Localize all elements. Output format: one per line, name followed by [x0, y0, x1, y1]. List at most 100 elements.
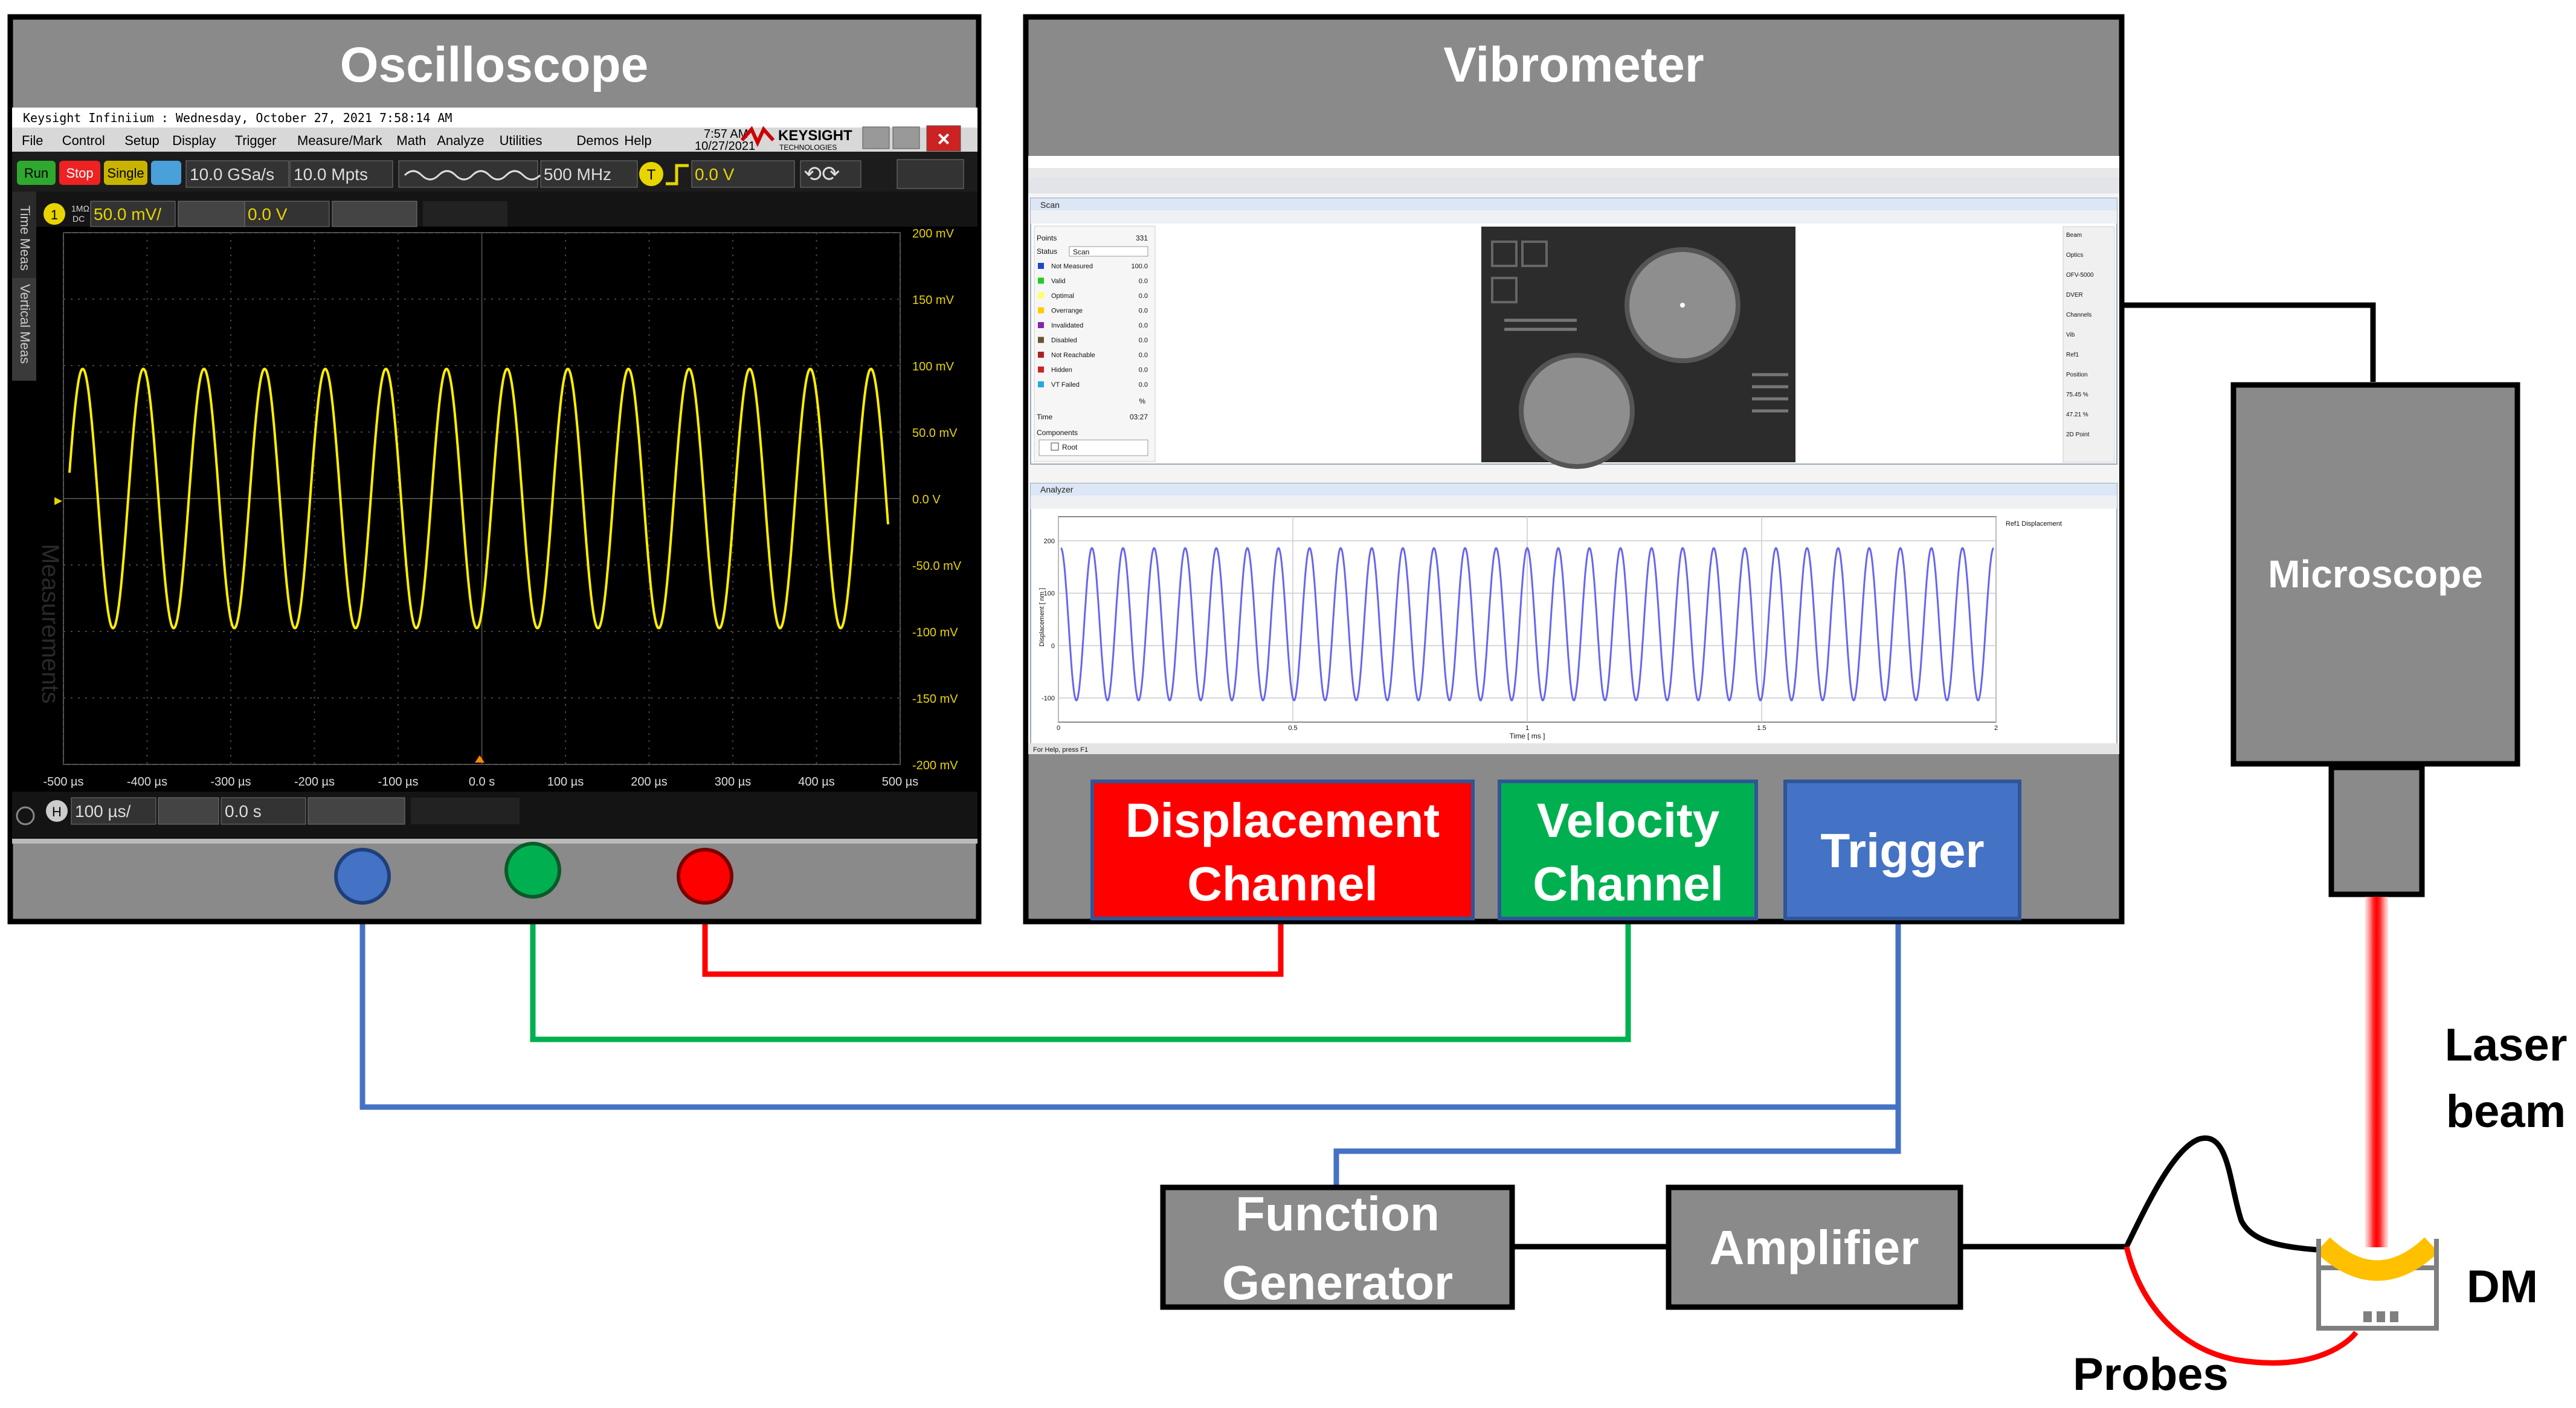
channel-offset-value: 0.0 V — [248, 205, 288, 224]
memory-depth-field[interactable] — [289, 160, 393, 188]
undo-icon: ⟲⟳ — [803, 161, 840, 186]
display-mode-button[interactable] — [897, 159, 964, 189]
root-checkbox[interactable] — [1051, 442, 1059, 451]
vib-y-tick: 200 — [1044, 538, 1055, 545]
vibrometer-screen: Scan Points 331 Status Scan Not Measured… — [1028, 156, 2119, 754]
side-tab-vertical-meas[interactable] — [12, 278, 36, 381]
osc-x-tick: 500 µs — [882, 775, 918, 789]
osc-y-tick: -50.0 mV — [912, 560, 962, 573]
right-panel-item: Vib — [2066, 332, 2075, 338]
channel-scale-knobs[interactable] — [178, 201, 245, 227]
trigger-level-field[interactable] — [691, 160, 795, 188]
function-generator-box — [1160, 1184, 1515, 1310]
osc-menu-item[interactable]: Help — [624, 133, 651, 148]
bottom-nav-icon[interactable] — [16, 806, 35, 825]
velocity-channel-label-2: Channel — [1533, 857, 1724, 911]
vib-x-tick: 0 — [1057, 725, 1060, 732]
osc-time: 7:57 AM — [704, 128, 748, 141]
channel1-ground-marker: ▸ — [54, 491, 62, 509]
scan-panel-title: Scan — [1040, 200, 1060, 210]
horizontal-extra-controls[interactable] — [411, 798, 520, 824]
osc-date: 10/27/2021 — [695, 140, 755, 153]
stop-button[interactable] — [59, 161, 100, 185]
osc-menu-item[interactable]: Trigger — [235, 133, 277, 148]
status-row-name: Valid — [1051, 278, 1066, 285]
right-panel-item: Channels — [2066, 312, 2091, 318]
trigger-to-function-generator-wire — [1333, 1107, 1901, 1187]
osc-menu-item[interactable]: Display — [172, 133, 216, 148]
channel-extra-controls[interactable] — [423, 201, 507, 227]
status-color-swatch — [1038, 263, 1044, 269]
analyzer-title: Analyzer — [1040, 485, 1074, 494]
channel-offset-knobs[interactable] — [332, 201, 417, 227]
channel1-icon[interactable] — [43, 203, 65, 225]
osc-menu-item[interactable]: Math — [396, 133, 426, 148]
trigger-icon[interactable] — [639, 162, 663, 186]
function-generator-label-2: Generator — [1222, 1256, 1453, 1310]
displacement-wire — [702, 894, 1284, 977]
trigger-label: Trigger — [1820, 824, 1984, 877]
osc-connector-green — [504, 842, 561, 899]
laser-beam-label-2: beam — [2446, 1086, 2566, 1137]
status-row-name: Disabled — [1051, 337, 1077, 344]
trigger-level-value: 0.0 V — [695, 165, 735, 184]
minimize-button[interactable] — [862, 126, 890, 149]
osc-menu-item[interactable]: Analyze — [437, 133, 484, 148]
sample-rate-field[interactable] — [185, 160, 289, 188]
single-label: Single — [107, 166, 144, 181]
osc-x-tick: 400 µs — [798, 775, 834, 789]
waveform-icon — [404, 170, 541, 181]
status-color-swatch — [1038, 352, 1044, 358]
trigger-edge-icon — [666, 164, 689, 186]
osc-x-tick: -100 µs — [378, 775, 418, 789]
osc-y-tick: -200 mV — [912, 759, 958, 772]
osc-menu-item[interactable]: Measure/Mark — [297, 133, 383, 148]
status-row-value: 0.0 — [1139, 322, 1148, 329]
osc-menu-item[interactable]: File — [22, 133, 43, 148]
timebase-field[interactable] — [71, 797, 156, 825]
acquisition-mode-field[interactable] — [398, 160, 538, 188]
trigger-position-marker — [475, 755, 485, 763]
bandwidth-field[interactable] — [540, 160, 638, 188]
osc-menu-item[interactable]: Setup — [124, 133, 159, 148]
autoscale-button[interactable] — [151, 161, 181, 185]
channel-number: 1 — [51, 207, 58, 222]
points-label: Points — [1037, 234, 1057, 242]
status-color-swatch — [1038, 277, 1044, 284]
timebase-value: 100 µs/ — [75, 802, 131, 821]
osc-menu-bar: File Control Setup Display Trigger Measure/Ma… — [22, 133, 652, 148]
time-offset-field[interactable] — [221, 797, 306, 825]
undo-redo-buttons[interactable] — [800, 160, 861, 188]
osc-menu-item[interactable]: Utilities — [500, 133, 543, 148]
oscilloscope-title: Oscilloscope — [340, 37, 648, 92]
right-panel-item: Position — [2066, 372, 2088, 378]
velocity-wire — [530, 888, 1631, 1042]
osc-menu-item[interactable]: Control — [62, 133, 105, 148]
close-button[interactable] — [926, 125, 961, 152]
amplifier-box — [1666, 1184, 1963, 1310]
vib-sine-trace — [1060, 547, 1994, 702]
horizontal-icon[interactable] — [46, 800, 68, 822]
timebase-knobs[interactable] — [158, 797, 219, 825]
osc-menu-item[interactable]: Demos — [576, 133, 619, 148]
osc-y-tick: 100 mV — [912, 360, 955, 373]
status-row-name: Invalidated — [1051, 322, 1083, 329]
maximize-button[interactable] — [892, 126, 920, 149]
channel-scale-field[interactable] — [90, 201, 176, 227]
keysight-logo: KEYSIGHT TECHNOLOGIES — [740, 126, 852, 152]
status-row-value: 0.0 — [1139, 381, 1148, 389]
microscope-body — [2230, 382, 2520, 767]
time-offset-knobs[interactable] — [308, 797, 405, 825]
vib-y-tick: -100 — [1042, 695, 1055, 702]
osc-x-tick: 300 µs — [715, 775, 751, 789]
single-button[interactable] — [104, 161, 147, 185]
components-label: Components — [1037, 428, 1078, 437]
status-row-value: 0.0 — [1139, 337, 1148, 344]
right-panel-item: DVER — [2066, 292, 2083, 299]
right-panel-item: 47.21 % — [2066, 412, 2088, 418]
status-dropdown[interactable] — [1069, 246, 1148, 257]
osc-x-tick: 100 µs — [547, 775, 584, 789]
channel-offset-field[interactable] — [244, 201, 330, 227]
vib-x-tick: 1.5 — [1757, 725, 1766, 732]
run-button[interactable] — [17, 161, 56, 185]
